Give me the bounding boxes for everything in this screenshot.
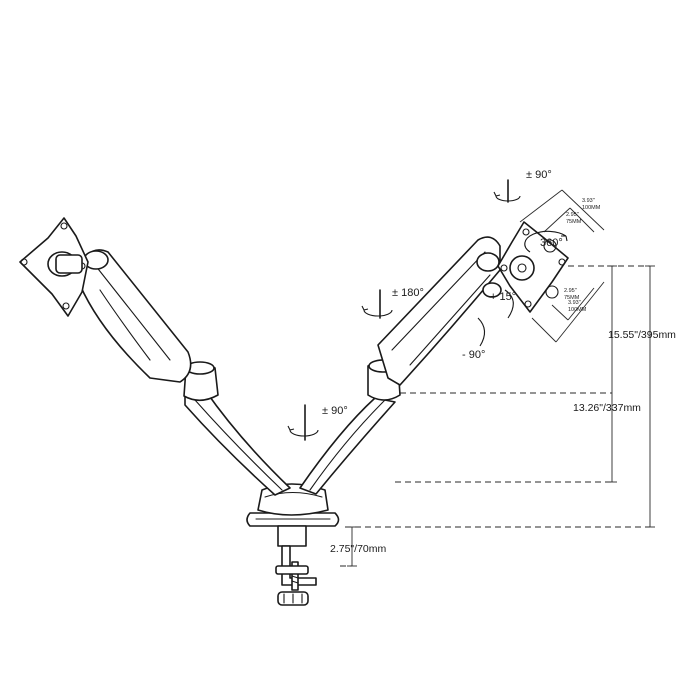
- swivel-label: 360°: [540, 237, 563, 249]
- tilt-up-label: + 15°: [490, 291, 516, 303]
- vesa-w-outer-in: 3.93": [582, 198, 595, 204]
- arm-height-label: 13.26"/337mm: [573, 402, 641, 414]
- left-lower-arm: [183, 361, 291, 496]
- tilt-annotation: + 15° - 90°: [462, 289, 516, 361]
- left-upper-arm: [79, 249, 192, 383]
- right-lower-arm: [299, 359, 401, 495]
- clamp-label: 2.75"/70mm: [330, 543, 387, 555]
- rotation-180: ± 180°: [361, 287, 424, 319]
- total-height-label: 15.55"/395mm: [608, 329, 676, 341]
- dimension-total-height: 15.55"/395mm: [608, 265, 676, 528]
- vesa-w-inner-in: 2.95": [566, 212, 579, 218]
- rotation-top-label: ± 90°: [526, 169, 552, 181]
- reference-lines: [340, 265, 650, 567]
- rotation-base-label: ± 90°: [322, 405, 348, 417]
- vesa-h-inner-mm: 75MM: [564, 295, 580, 301]
- rotation-top: ± 90°: [493, 169, 552, 203]
- right-upper-arm: [377, 236, 502, 386]
- dimension-arm-height: 13.26"/337mm: [573, 265, 641, 483]
- desk-clamp: [246, 512, 340, 606]
- tilt-down-label: - 90°: [462, 349, 485, 361]
- right-vesa-plate: [497, 221, 569, 313]
- dimension-clamp: 2.75"/70mm: [330, 526, 387, 567]
- rotation-base: ± 90°: [287, 404, 348, 441]
- vesa-w-inner-mm: 75MM: [566, 219, 582, 225]
- vesa-dimensions: 3.93" 100MM 2.95" 75MM 2.95" 75MM 3.93" …: [519, 189, 605, 343]
- vesa-h-inner-in: 2.95": [564, 288, 577, 294]
- vesa-h-outer-in: 3.93": [568, 300, 581, 306]
- swivel-annotation: 360°: [524, 230, 568, 253]
- vesa-h-outer-mm: 100MM: [568, 307, 587, 313]
- vesa-w-outer-mm: 100MM: [582, 205, 601, 211]
- left-vesa-plate: [19, 217, 89, 317]
- rotation-180-label: ± 180°: [392, 287, 424, 299]
